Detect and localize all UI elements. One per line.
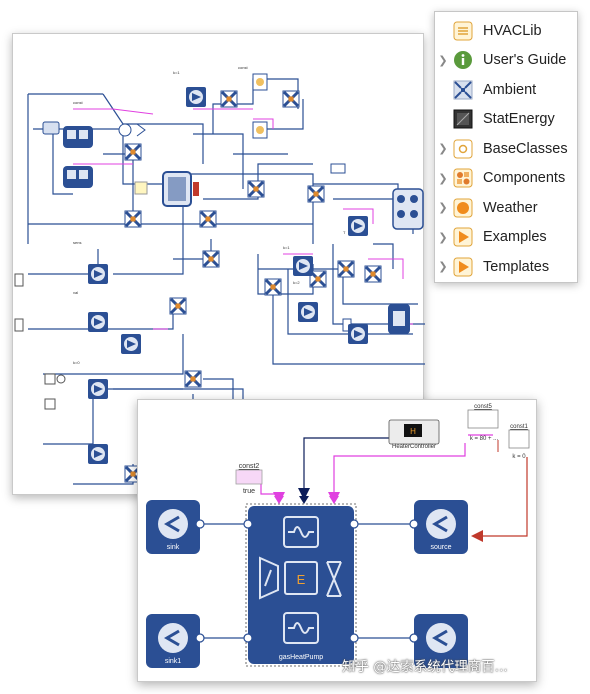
const2-value: true xyxy=(243,488,255,495)
heater-controller-label: HeaterController xyxy=(392,444,436,450)
const5-name: const5 xyxy=(474,404,492,410)
watermark: 知乎 @达索系统代理商百... xyxy=(342,659,508,675)
tree-label: BaseClasses xyxy=(483,140,568,157)
library-icon xyxy=(453,21,473,41)
svg-text:T: T xyxy=(343,230,346,235)
expand-arrow-icon[interactable]: ❯ xyxy=(438,171,448,185)
stat-energy-icon xyxy=(453,109,473,129)
fluid-wires xyxy=(200,523,414,639)
examples-icon xyxy=(453,227,473,247)
info-icon xyxy=(453,50,473,70)
tree-label-root: HVACLib xyxy=(483,22,542,39)
tree-item-templates[interactable]: ❯ Templates xyxy=(435,252,577,282)
tree-item-components[interactable]: ❯ Components xyxy=(435,164,577,194)
components-icon xyxy=(453,168,473,188)
engine-label: E xyxy=(297,572,306,587)
expand-arrow-icon[interactable]: ❯ xyxy=(438,230,448,244)
compressor-icon xyxy=(259,556,279,600)
engine-icon: E xyxy=(284,561,318,595)
svg-text:k=2: k=2 xyxy=(293,280,300,285)
tree-item-baseclasses[interactable]: ❯ BaseClasses xyxy=(435,134,577,164)
tree-item-statenergy[interactable]: StatEnergy xyxy=(435,105,577,135)
ambient-icon xyxy=(453,80,473,100)
expand-arrow-icon[interactable]: ❯ xyxy=(438,142,448,156)
heat-pump-label: gasHeatPump xyxy=(279,654,323,661)
expand-arrow-icon[interactable]: ❯ xyxy=(438,53,448,67)
const5-block[interactable]: const5 k = 80 + ... xyxy=(467,404,499,442)
templates-icon xyxy=(453,257,473,277)
svg-text:k=1: k=1 xyxy=(173,70,180,75)
source-block-2[interactable] xyxy=(409,614,468,668)
tree-item-weather[interactable]: ❯ Weather xyxy=(435,193,577,223)
sink-block[interactable]: sink xyxy=(146,500,205,554)
const1-value: k = 0 xyxy=(512,454,526,460)
const1-block[interactable]: const1 k = 0 xyxy=(508,424,530,460)
weather-icon xyxy=(453,198,473,218)
expansion-valve-icon xyxy=(326,561,342,597)
svg-text:const: const xyxy=(73,100,83,105)
const2-name: const2 xyxy=(239,463,260,470)
tree-label: Templates xyxy=(483,258,550,275)
library-browser: HVACLib ❯ User's Guide Ambient StatEnerg… xyxy=(434,11,578,283)
heat-exchanger-icon xyxy=(283,612,319,644)
source-block[interactable]: source xyxy=(409,500,468,554)
base-classes-icon xyxy=(453,139,473,159)
port-icon xyxy=(195,519,205,529)
tree-label: StatEnergy xyxy=(483,111,555,128)
svg-text:sens: sens xyxy=(73,240,81,245)
const2-block[interactable]: const2 true xyxy=(235,463,263,495)
expand-arrow-icon[interactable]: ❯ xyxy=(438,260,448,274)
port-icon xyxy=(409,633,419,643)
source-label: source xyxy=(430,544,451,551)
svg-text:val: val xyxy=(73,290,78,295)
model-diagram-panel: sink sink1 source xyxy=(137,399,537,682)
gas-heat-pump-block[interactable]: E gasHeatPump xyxy=(243,496,359,667)
svg-text:k=1: k=1 xyxy=(283,245,290,250)
heater-controller-block[interactable]: H HeaterController xyxy=(388,419,440,450)
const5-value: k = 80 + ... xyxy=(470,436,499,442)
tree-label: Weather xyxy=(483,199,538,216)
port-icon xyxy=(195,633,205,643)
port-icon xyxy=(409,519,419,529)
tree-label: User's Guide xyxy=(483,52,567,69)
sink-label: sink xyxy=(167,544,180,551)
tree-label: Examples xyxy=(483,229,547,246)
tree-label: Ambient xyxy=(483,81,537,98)
tree-item-users-guide[interactable]: ❯ User's Guide xyxy=(435,46,577,76)
tree-item-examples[interactable]: ❯ Examples xyxy=(435,223,577,253)
heat-exchanger-icon xyxy=(283,516,319,548)
model-diagram-canvas: sink sink1 source xyxy=(146,404,530,668)
sink1-block[interactable]: sink1 xyxy=(146,614,205,668)
const1-name: const1 xyxy=(510,424,528,430)
expand-arrow-icon[interactable]: ❯ xyxy=(438,201,448,215)
tree-item-hvaclib[interactable]: HVACLib xyxy=(435,16,577,46)
tree-label: Components xyxy=(483,170,566,187)
tree-item-ambient[interactable]: Ambient xyxy=(435,75,577,105)
sink1-label: sink1 xyxy=(165,658,181,665)
heater-controller-icon: H xyxy=(410,427,416,436)
svg-text:const: const xyxy=(238,65,248,70)
svg-text:k=0: k=0 xyxy=(73,360,80,365)
